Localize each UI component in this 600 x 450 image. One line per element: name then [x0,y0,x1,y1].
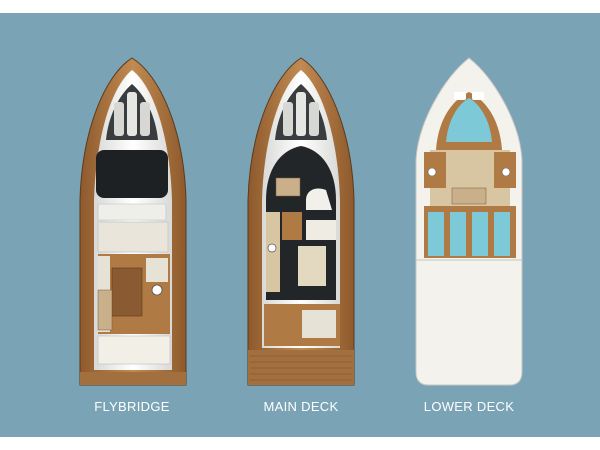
lower-deck-toilet-left [427,167,437,177]
lower-deck-forward-berth [446,98,492,142]
lower-deck-label: LOWER DECK [423,399,515,414]
main-deck-hatch-right [309,102,319,136]
main-deck-plan [247,57,355,386]
main-deck-dinette-sofa [306,220,336,240]
flybridge-sofa-right [146,258,168,282]
lower-deck-pillow-right [472,92,484,100]
main-deck-dinette-table [298,246,326,286]
main-deck-helm-seat [306,188,332,210]
flybridge-hatch-left [114,102,124,136]
flybridge-swim-platform [80,372,186,385]
lower-deck-berth-3 [472,212,488,256]
main-deck-galley-sink [267,243,277,253]
lower-deck-toilet-right [501,167,511,177]
flybridge-label: FLYBRIDGE [94,399,170,414]
flybridge-aft-area [97,335,171,365]
flybridge-hatch-mid [127,92,137,136]
lower-deck-berth-1 [428,212,444,256]
flybridge-plan [79,57,187,386]
main-deck-stairs-down [275,177,301,197]
flybridge-sunpad [97,221,169,253]
flybridge-stairs [97,289,113,331]
flybridge-table [111,267,143,317]
flybridge-hatch-right [140,102,150,136]
lower-deck-berth-2 [450,212,466,256]
lower-deck-plan [415,57,523,386]
main-deck-cockpit-sofa [302,310,336,338]
flybridge-windshield [96,150,168,198]
lower-deck-stairs [451,187,487,205]
main-deck-galley-counter [282,212,302,240]
main-deck-hatch-mid [296,92,306,136]
flybridge-helm-seat [97,203,167,221]
lower-deck-pillow-left [454,92,466,100]
main-deck-hatch-left [283,102,293,136]
main-deck-label: MAIN DECK [263,399,339,414]
lower-deck-berth-4 [494,212,510,256]
flybridge-wetbar-sink [151,284,163,296]
main-deck-teak-lines [250,355,352,381]
